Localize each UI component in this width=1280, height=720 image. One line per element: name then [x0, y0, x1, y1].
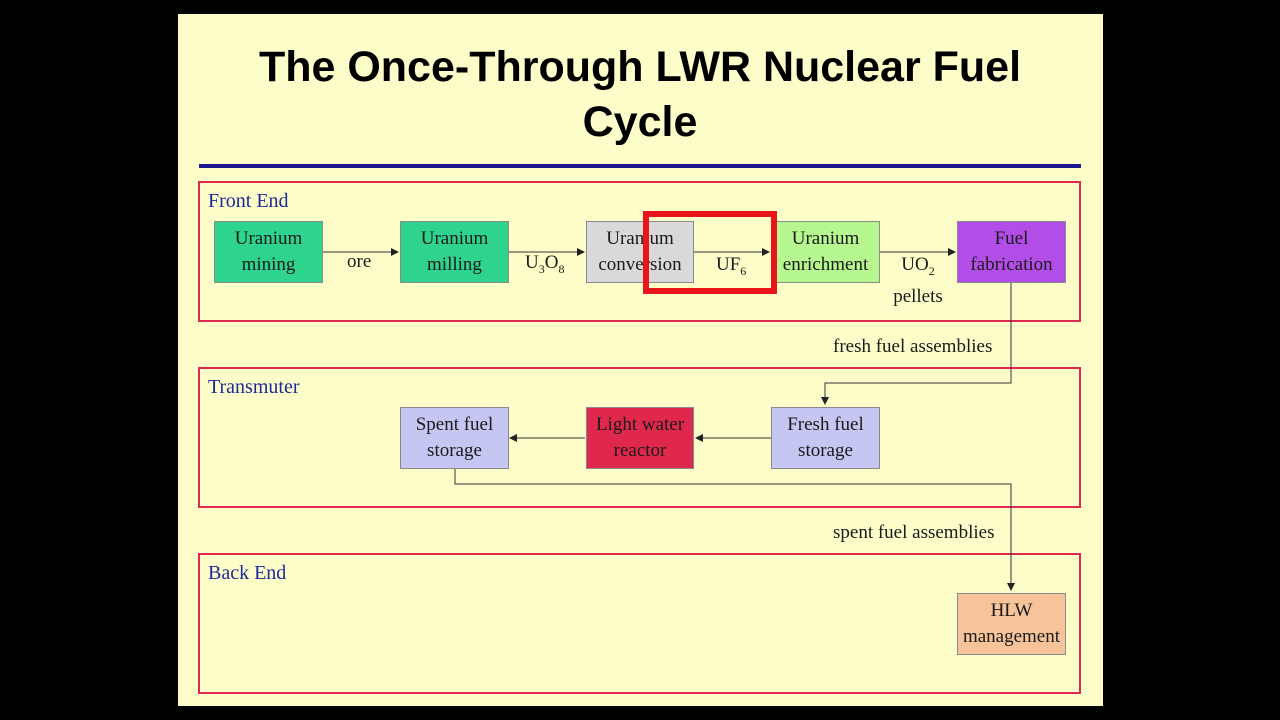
fuel-fabrication-node: Fuel fabrication	[957, 221, 1066, 283]
front-end-section	[198, 181, 1081, 322]
spent-fuel-storage-node: Spent fuel storage	[400, 407, 509, 469]
uranium-conversion-node: Uranium conversion	[586, 221, 694, 283]
title-line-2: Cycle	[582, 98, 698, 146]
light-water-reactor-node: Light water reactor	[586, 407, 694, 469]
uranium-mining-node: Uranium mining	[214, 221, 323, 283]
back-end-section	[198, 553, 1081, 694]
hlw-management-node: HLW management	[957, 593, 1066, 655]
title-underline	[199, 164, 1081, 168]
back-end-label: Back End	[208, 562, 287, 584]
u3o8-label: U3O8	[525, 252, 565, 276]
slide-title: The Once-Through LWR Nuclear Fuel Cycle	[0, 40, 1280, 150]
uf6-label: UF6	[716, 254, 747, 278]
front-end-label: Front End	[208, 190, 289, 212]
title-line-1: The Once-Through LWR Nuclear Fuel	[258, 43, 1022, 91]
ore-label: ore	[347, 251, 372, 272]
fresh-fuel-assemblies-label: fresh fuel assemblies	[833, 336, 993, 357]
transmuter-label: Transmuter	[208, 376, 300, 398]
uranium-enrichment-node: Uranium enrichment	[771, 221, 880, 283]
spent-fuel-assemblies-label: spent fuel assemblies	[833, 522, 995, 543]
fresh-fuel-storage-node: Fresh fuel storage	[771, 407, 880, 469]
uf6-highlight-box	[643, 211, 777, 294]
uranium-milling-node: Uranium milling	[400, 221, 509, 283]
uo2-pellets-label: UO2 pellets	[893, 254, 943, 307]
